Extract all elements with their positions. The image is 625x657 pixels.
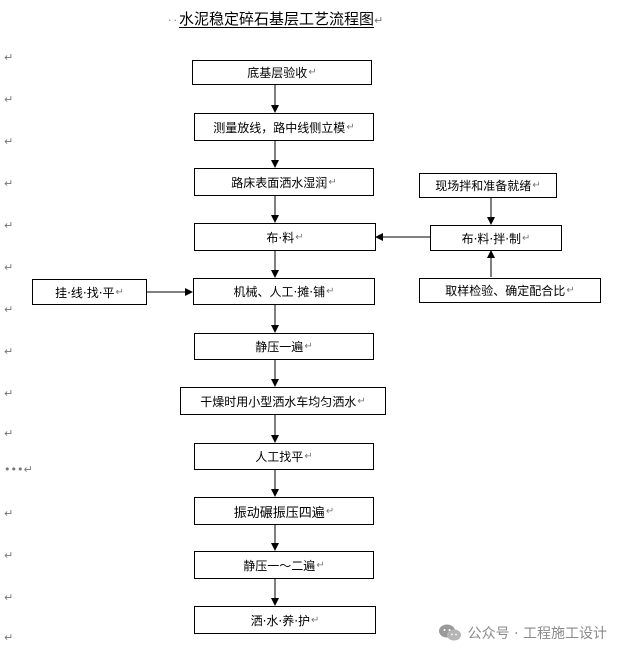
step-label: 底基层验收 [247,66,308,80]
flow-step-manual-leveling: 人工找平↵ [194,443,374,470]
step-label: 静压一～二遍 [243,558,316,573]
step-label: 振动碾振压四遍 [233,505,325,521]
flow-side-material-mixing: 布·料·拌·制↵ [430,225,562,251]
flow-step-water-spraying: 干燥时用小型洒水车均匀洒水↵ [180,387,386,415]
paragraph-mark: ↵ [4,549,14,562]
flow-step-material-placement: 布·料↵ [194,223,376,251]
paragraph-mark: ↵ [4,303,14,316]
step-label: 干燥时用小型洒水车均匀洒水 [200,394,357,409]
paragraph-mark: ↵ [346,121,355,133]
paragraph-mark: ↵ [4,219,14,232]
paragraph-mark: ↵ [295,231,304,243]
flow-step-survey-layout: 测量放线，路中线侧立模↵ [194,113,374,141]
paragraph-mark: ↵ [4,631,14,644]
step-label: 人工找平 [255,450,304,464]
flow-step-curing: 洒·水·养·护↵ [194,606,376,634]
paragraph-mark: ↵ [311,614,320,626]
step-label: 布·料·拌·制 [461,231,522,246]
wechat-icon [438,624,461,641]
page-title: ··水泥稳定碎石基层工艺流程图↵ [168,8,408,30]
step-label: 取样检验、确定配合比 [445,284,566,298]
paragraph-mark: ↵ [316,559,325,571]
title-dots: ·· [168,14,179,27]
watermark: 公众号 · 工程施工设计 [438,621,607,645]
step-label: 布·料 [266,230,295,245]
flow-step-spreading: 机械、人工·摊·铺↵ [193,278,375,305]
paragraph-mark: ↵ [4,427,14,440]
title-text: 水泥稳定碎石基层工艺流程图 [179,10,375,28]
step-label: 洒·水·养·护 [250,613,311,628]
paragraph-mark: ↵ [4,507,14,520]
paragraph-mark: ↵ [566,285,575,296]
paragraph-mark: ↵ [325,505,335,517]
paragraph-mark: ↵ [304,451,313,462]
step-label: 静压一遍 [255,340,304,354]
paragraph-mark: ↵ [304,341,313,352]
flow-step-base-acceptance: 底基层验收↵ [192,60,372,85]
paragraph-mark: ↵ [4,345,14,358]
paragraph-mark: ↵ [357,395,366,407]
paragraph-mark: ↵ [308,67,317,78]
paragraph-mark: ↵ [4,51,14,64]
paragraph-mark: ↵ [4,261,14,274]
flow-side-string-leveling: 挂·线·找·平↵ [32,279,147,305]
step-label: 路床表面洒水湿润 [231,175,328,190]
paragraph-mark: ↵ [23,463,33,476]
paragraph-mark: ↵ [522,232,531,244]
flow-side-sampling-mix-ratio: 取样检验、确定配合比↵ [419,278,601,303]
paragraph-mark: ↵ [532,180,541,191]
flow-side-mixing-ready: 现场拌和准备就绪↵ [419,173,557,198]
paragraph-mark: ↵ [4,177,14,190]
step-label: 机械、人工·摊·铺 [233,285,326,299]
paragraph-mark: ↵ [115,286,124,298]
watermark-text: 公众号 · 工程施工设计 [467,626,607,642]
paragraph-mark: ↵ [4,93,14,106]
flow-step-wet-subgrade: 路床表面洒水湿润↵ [194,168,374,196]
step-label: 挂·线·找·平 [55,285,115,300]
paragraph-mark: ↵ [4,135,14,148]
ellipsis-mark: •••↵ [4,464,33,476]
step-label: 测量放线，路中线侧立模 [213,120,346,135]
flow-step-static-press-once: 静压一遍↵ [194,333,374,360]
paragraph-mark: ↵ [326,286,335,297]
paragraph-mark: ↵ [328,176,337,188]
paragraph-mark: ↵ [4,591,14,604]
paragraph-mark: ↵ [4,387,14,400]
flow-step-static-press-twice: 静压一～二遍↵ [194,551,374,579]
paragraph-mark: ↵ [374,14,384,27]
flow-step-vibratory-rolling: 振动碾振压四遍↵ [194,497,374,525]
ellipsis-dots: ••• [4,463,24,476]
step-label: 现场拌和准备就绪 [435,179,532,193]
